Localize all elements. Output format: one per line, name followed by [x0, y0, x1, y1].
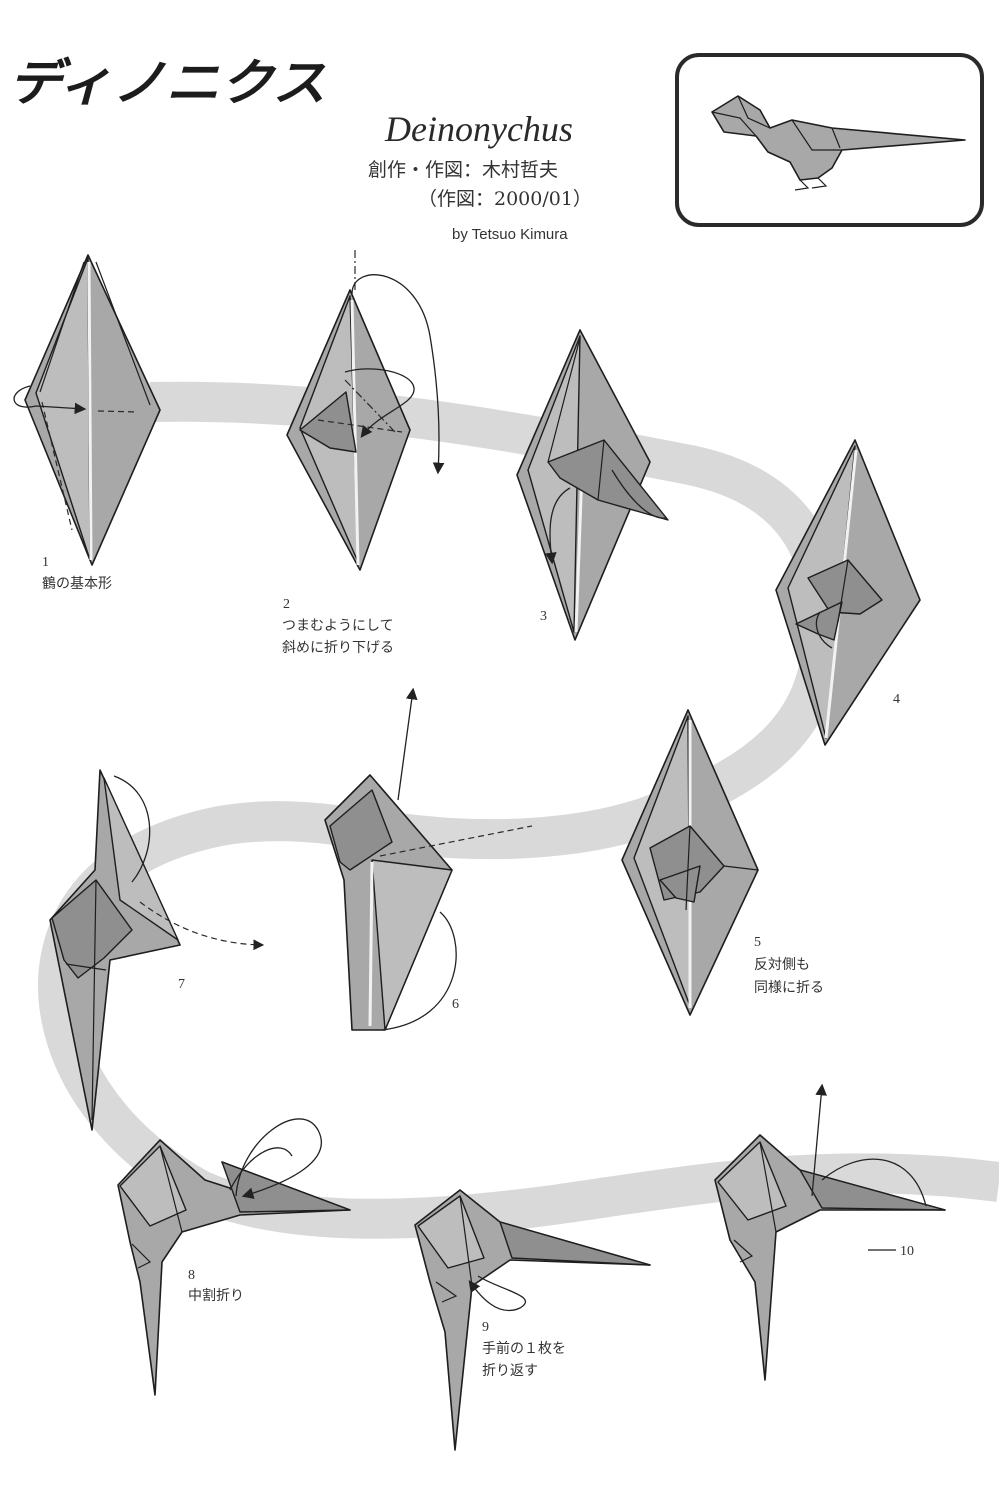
fold-arrow [381, 911, 457, 1031]
fold-arrow [611, 469, 667, 519]
credit-line: 創作・作図：木村哲夫 [368, 159, 558, 181]
step-9-instruction-line-2: 折り返す [482, 1363, 538, 1379]
fold-arrow [811, 1083, 827, 1197]
fold-arrow [821, 1158, 927, 1207]
step-6-number: 6 [452, 997, 459, 1012]
step-8-instruction: 中割折り [188, 1287, 244, 1304]
fold-arrow [545, 487, 571, 565]
date-line: （作図：2000/01） [418, 188, 592, 210]
header: ディノニクス Deinonychus 創作・作図：木村哲夫 （作図：2000/0… [8, 54, 592, 243]
step-4-model [775, 439, 921, 746]
step-2-instruction-line-1: つまむようにして [282, 618, 394, 634]
step-7-number: 7 [178, 977, 185, 992]
fold-arrow [351, 274, 445, 475]
fold-arrow [13, 385, 87, 415]
fold-arrow [397, 687, 418, 801]
author-byline: by Tetsuo Kimura [452, 226, 568, 243]
fold-arrow [229, 1147, 293, 1191]
step-1-number: 1 [42, 555, 49, 570]
fold-arrow [468, 1275, 527, 1312]
step-3-number: 3 [540, 609, 547, 624]
fold-arrow [344, 368, 415, 438]
step-9-model [414, 1189, 651, 1451]
title-japanese: ディノニクス [8, 54, 326, 112]
step-2-model [286, 250, 445, 571]
fold-arrow [815, 611, 833, 649]
step-4-number: 4 [893, 692, 900, 707]
step-10-model [714, 1083, 946, 1381]
finished-model-box [675, 53, 984, 227]
step-9-number: 9 [482, 1320, 489, 1335]
step-1-model [13, 254, 161, 566]
fold-arrow [235, 1118, 322, 1199]
step-5-instruction-line-2: 同様に折る [754, 980, 824, 996]
step-1-instruction: 鶴の基本形 [42, 575, 112, 592]
step-5-model [621, 709, 759, 1016]
finished-model-dinosaur [711, 95, 966, 191]
step-2-number: 2 [283, 597, 290, 612]
step-3-model [516, 329, 669, 641]
title-english: Deinonychus [384, 109, 573, 149]
step-5-number: 5 [754, 935, 761, 950]
step-10-number: 10 [900, 1244, 914, 1259]
step-8-number: 8 [188, 1268, 195, 1283]
step-7-model [49, 769, 265, 1131]
step-8-model [117, 1118, 351, 1396]
step-9-instruction-line-1: 手前の１枚を [482, 1340, 566, 1357]
step-6-model [324, 687, 533, 1031]
fold-arrow [113, 775, 151, 883]
step-2-instruction-line-2: 斜めに折り下げる [282, 640, 394, 656]
step-5-instruction-line-1: 反対側も [754, 957, 810, 973]
